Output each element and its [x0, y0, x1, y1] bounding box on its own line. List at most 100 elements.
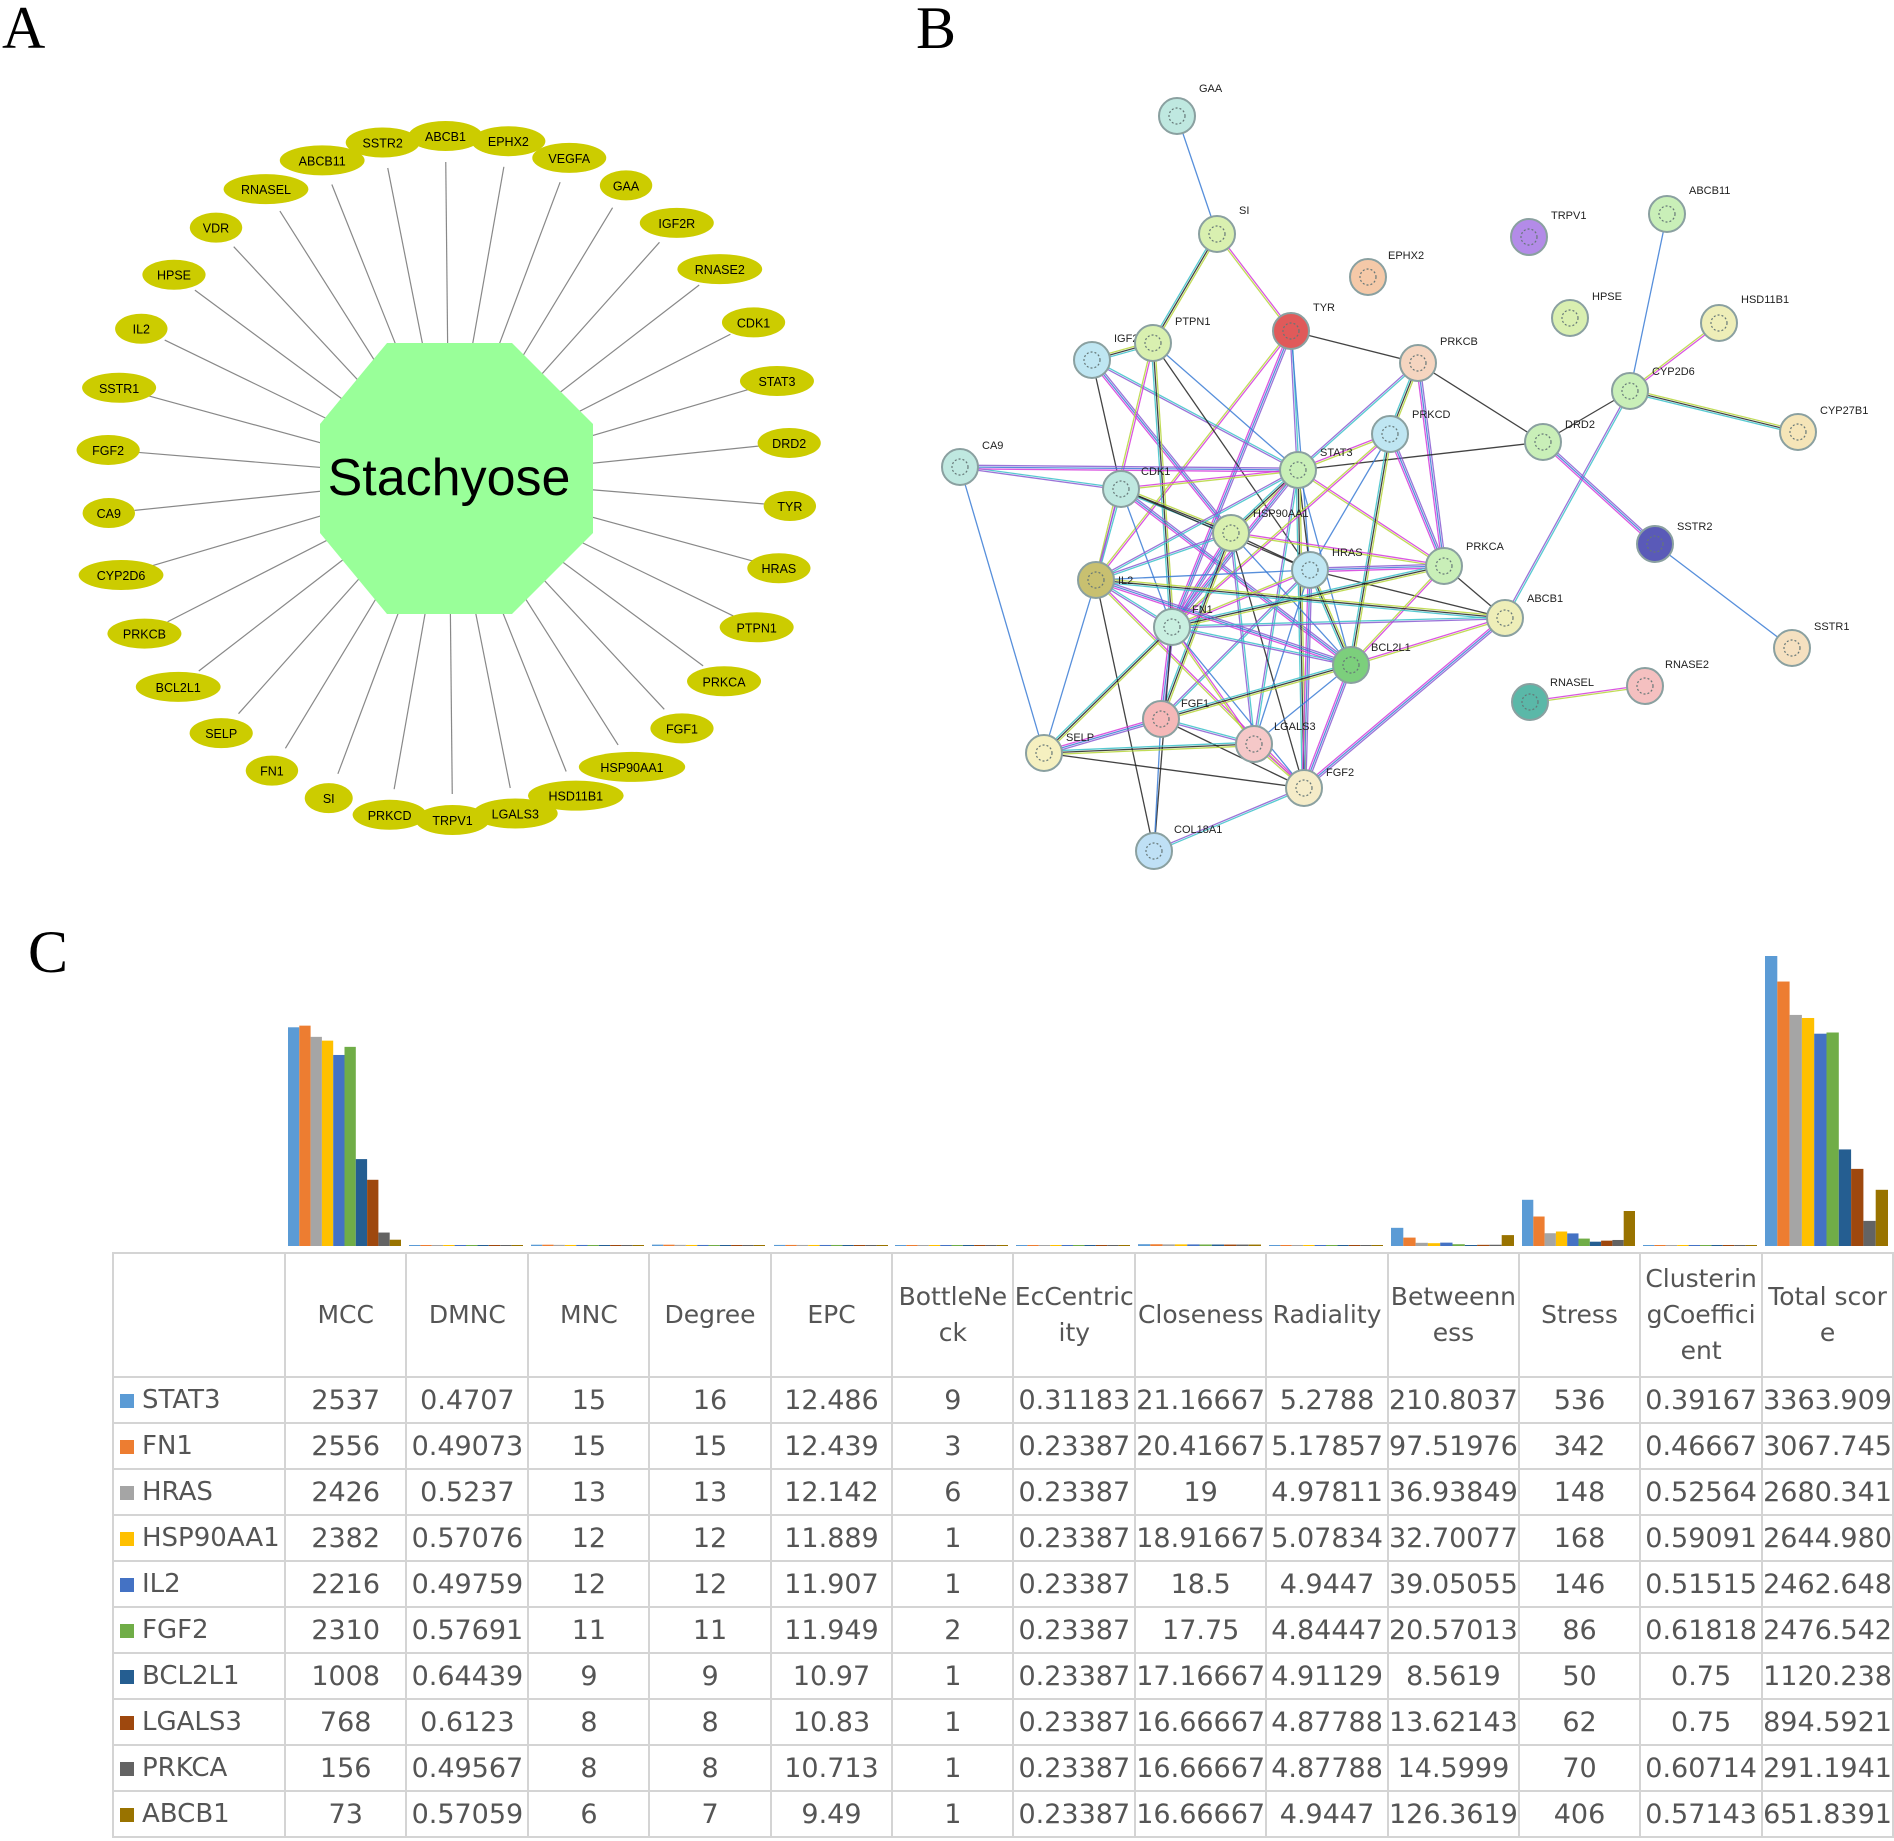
legend-label: ABCB1 — [142, 1799, 230, 1829]
protein-label-sstr2: SSTR2 — [1677, 521, 1712, 533]
bar-dmnc-fn1 — [420, 1245, 432, 1246]
target-label-gaa: GAA — [613, 179, 640, 193]
protein-structure-icon — [1208, 225, 1226, 243]
data-label: 12 — [648, 1560, 772, 1608]
protein-structure-icon — [1035, 744, 1053, 762]
bar-dmnc-hras — [431, 1245, 444, 1246]
ppi-edge-prkcd-bcl2l1 — [1348, 433, 1393, 666]
protein-node-prkca — [1425, 547, 1463, 585]
target-node-abcb1 — [408, 121, 483, 152]
row-label: STAT3 — [112, 1376, 286, 1424]
center-label: Stachyose — [328, 449, 571, 507]
bar-mcc-il2 — [333, 1054, 345, 1246]
protein-structure-icon — [1534, 433, 1552, 451]
ppi-edge-hras-prkca — [1309, 563, 1445, 573]
ppi-edge-tyr-il2 — [1094, 330, 1293, 581]
target-node-cdk1 — [721, 307, 786, 338]
data-label: 1008 — [283, 1652, 408, 1700]
bar-eccentricity-bcl2l1 — [1084, 1245, 1096, 1246]
bar-mnc-stat3 — [531, 1244, 543, 1246]
bar-total-score-abcb1 — [1875, 1189, 1888, 1246]
protein-structure-icon — [1245, 735, 1263, 753]
bar-degree-lgals3 — [731, 1245, 743, 1246]
protein-node-il2 — [1077, 561, 1115, 599]
data-label: 5.17857 — [1265, 1422, 1389, 1470]
data-label: 11.949 — [769, 1606, 894, 1654]
bar-betweenness-stat3 — [1391, 1227, 1404, 1246]
protein-label-bcl2l1: BCL2L1 — [1371, 642, 1411, 654]
ppi-network: GAASIEPHX2TYRIGF2RPTPN1PRKCBTRPV1ABCB11H… — [941, 83, 1868, 870]
bar-epc-lgals3 — [853, 1245, 866, 1246]
bar-stress-fgf2 — [1578, 1238, 1590, 1246]
data-label: 12 — [527, 1560, 651, 1608]
ppi-edge-prkca-bcl2l1 — [1349, 564, 1446, 667]
target-node-ptpn1 — [719, 612, 794, 643]
ppi-edge-gaa-si — [1176, 115, 1218, 235]
ppi-edge-prkcb-prkca — [1415, 362, 1447, 567]
bar-epc-stat3 — [774, 1244, 786, 1246]
protein-structure-icon — [1163, 618, 1181, 636]
row-label: HRAS — [112, 1468, 286, 1516]
protein-label-abcb11: ABCB11 — [1689, 185, 1730, 197]
data-label: 12 — [527, 1514, 651, 1562]
protein-label-trpv1: TRPV1 — [1551, 210, 1586, 222]
bar-clusteringcoefficient-il2 — [1688, 1245, 1700, 1246]
protein-structure-icon — [1152, 710, 1170, 728]
ppi-edge-il2-abcb1 — [1095, 577, 1506, 621]
bar-dmnc-abcb1 — [511, 1245, 523, 1246]
legend-label: PRKCA — [142, 1753, 228, 1783]
ppi-edge-hsp90aa1-prkca — [1230, 531, 1445, 568]
data-label: 9 — [527, 1652, 651, 1700]
bar-clusteringcoefficient-hsp90aa1 — [1677, 1245, 1689, 1246]
ppi-edge-fn1-fgf2 — [1171, 626, 1305, 789]
protein-node-abcb1 — [1486, 599, 1524, 637]
target-label-hsd11b1: HSD11B1 — [548, 790, 603, 804]
bar-radiality-lgals3 — [1348, 1245, 1361, 1246]
bar-dmnc-hsp90aa1 — [443, 1245, 455, 1246]
bar-degree-fn1 — [663, 1244, 675, 1246]
target-label-hras: HRAS — [762, 562, 797, 576]
protein-node-selp — [1025, 734, 1063, 772]
data-label: 97.51976 — [1387, 1422, 1520, 1470]
ppi-edge-hras-fn1 — [1171, 568, 1311, 629]
bar-mcc-lgals3 — [367, 1179, 379, 1246]
protein-node-stat3 — [1279, 451, 1317, 489]
ppi-edge-bcl2l1-lgals3 — [1253, 664, 1352, 745]
data-label: 9 — [648, 1652, 772, 1700]
bar-radiality-bcl2l1 — [1337, 1245, 1349, 1246]
data-label: 0.61818 — [1639, 1606, 1764, 1654]
protein-node-cdk1 — [1102, 470, 1140, 508]
bar-closeness-stat3 — [1138, 1244, 1151, 1246]
data-label: 2476.542 — [1761, 1606, 1894, 1654]
protein-structure-icon — [1083, 351, 1101, 369]
ppi-edge-igf2r-cdk1 — [1091, 359, 1122, 490]
bar-closeness-hsp90aa1 — [1174, 1244, 1188, 1246]
ppi-edge-il2-selp — [1043, 579, 1097, 754]
protein-node-igf2r — [1073, 341, 1111, 379]
column-header-degree: Degree — [648, 1252, 772, 1378]
ppi-edge-cyp2d6-abcb1 — [1503, 390, 1632, 619]
bar-dmnc-bcl2l1 — [477, 1245, 489, 1246]
protein-node-drd2 — [1524, 423, 1562, 461]
protein-node-gaa — [1158, 97, 1196, 135]
target-node-igf2r — [639, 207, 714, 238]
ppi-edge-ca9-stat3 — [959, 464, 1299, 473]
bar-clusteringcoefficient-stat3 — [1643, 1245, 1655, 1246]
target-node-bcl2l1 — [135, 671, 221, 702]
data-label: 11.889 — [769, 1514, 894, 1562]
data-label: 894.5921 — [1761, 1698, 1894, 1746]
ppi-edge-stat3-prkca — [1297, 468, 1445, 568]
bar-radiality-abcb1 — [1371, 1245, 1383, 1246]
target-label-rnase2: RNASE2 — [695, 263, 745, 277]
target-node-hras — [747, 553, 811, 584]
ppi-edge-prkcb-drd2 — [1417, 362, 1544, 443]
data-label: 1 — [891, 1790, 1015, 1838]
bar-radiality-hsp90aa1 — [1303, 1245, 1315, 1246]
target-label-cyp2d6: CYP2D6 — [97, 569, 146, 583]
protein-label-rnasel: RNASEL — [1550, 677, 1594, 689]
protein-node-sstr2 — [1636, 525, 1674, 563]
legend-swatch — [120, 1531, 134, 1546]
ppi-edge-ptpn1-stat3 — [1152, 342, 1299, 471]
